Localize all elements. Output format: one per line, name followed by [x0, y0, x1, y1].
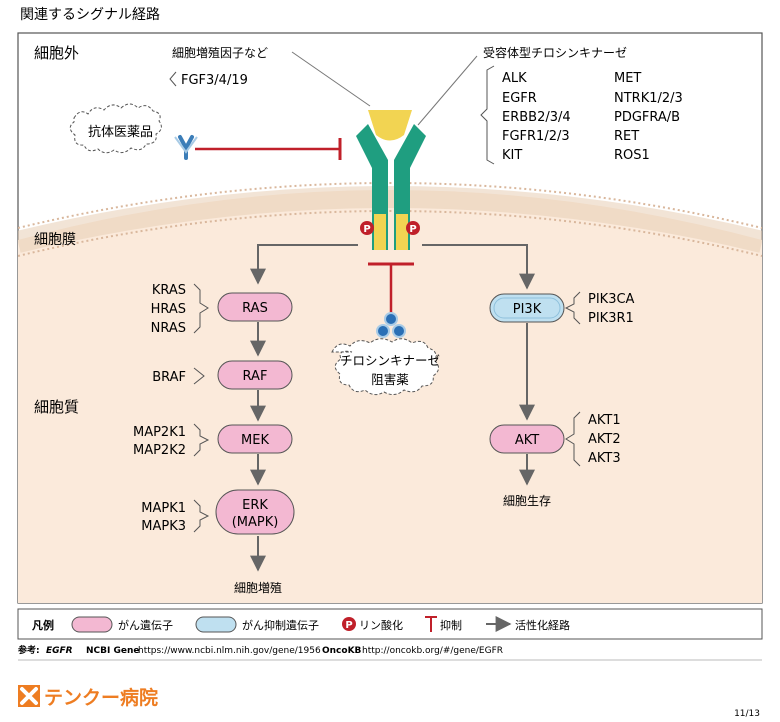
region-cytoplasm: 細胞質 [34, 398, 79, 416]
akt-gene: AKT3 [588, 451, 621, 466]
ras-gene: NRAS [151, 321, 186, 336]
rtk-gene: KIT [502, 148, 522, 163]
left-gene-brackets [193, 283, 210, 533]
mek-gene: MAP2K2 [133, 443, 186, 458]
references-oncokb-label: OncoKB [322, 646, 362, 656]
legend-title: 凡例 [32, 618, 54, 632]
akt-gene: AKT1 [588, 413, 621, 428]
references-ncbi-url[interactable]: https://www.ncbi.nlm.nih.gov/gene/1956 [138, 646, 321, 656]
page-number: 11/13 [734, 709, 760, 719]
arrow-to-pi3k [422, 244, 535, 290]
node-pi3k-label: PI3K [513, 302, 542, 317]
outcome-survival: 細胞生存 [503, 494, 551, 508]
growth-factor-genes: FGF3/4/19 [181, 73, 248, 88]
rtk-bracket [480, 65, 495, 165]
legend-phospho: リン酸化 [359, 618, 403, 632]
outcome-proliferation: 細胞増殖 [234, 580, 282, 595]
node-erk-label-2: (MAPK) [232, 515, 279, 530]
akt-gene: AKT2 [588, 432, 621, 447]
node-mek-label: MEK [241, 433, 269, 448]
node-raf [217, 360, 293, 390]
hospital-name: テンクー病院 [44, 686, 158, 709]
tki-cloud [331, 338, 439, 396]
node-akt [489, 424, 565, 454]
ras-gene: KRAS [152, 283, 186, 298]
legend-oncogene-swatch [71, 616, 113, 633]
node-mek [217, 424, 293, 454]
hospital-logo-icon [18, 685, 40, 707]
node-raf-label: RAF [243, 369, 268, 384]
cytoplasm-area [18, 190, 762, 603]
growth-factor-bracket [169, 71, 177, 87]
region-membrane: 細胞膜 [34, 232, 76, 248]
legend-inhibit: 抑制 [440, 618, 462, 632]
node-ras [217, 292, 293, 322]
tki-drug-icon [376, 312, 406, 338]
legend-suppressor-swatch [195, 616, 237, 633]
cell-membrane-region [18, 182, 762, 603]
membrane-outer-line [18, 182, 762, 229]
references-oncokb-url[interactable]: http://oncokb.org/#/gene/EGFR [362, 646, 503, 656]
rtk-gene: RET [614, 129, 639, 144]
mek-gene: MAP2K1 [133, 425, 186, 440]
svg-text:P: P [409, 224, 416, 235]
ligand-shape [368, 110, 412, 141]
growth-factor-pointer [291, 51, 371, 107]
node-erk-label-1: ERK [242, 498, 268, 513]
node-ras-label: RAS [242, 301, 268, 316]
rtk-gene: MET [614, 71, 641, 86]
legend-phospho-icon: P [342, 617, 356, 631]
node-erk [215, 489, 295, 535]
legend-inhibit-icon [425, 616, 437, 632]
membrane-band [18, 186, 762, 253]
rtk-pointer [417, 55, 478, 126]
legend-activate: 活性化経路 [515, 618, 570, 632]
ras-gene: HRAS [151, 302, 186, 317]
right-gene-brackets [564, 291, 581, 467]
region-extracellular: 細胞外 [34, 44, 79, 62]
arrow-to-ras [250, 244, 358, 285]
rtk-label: 受容体型チロシンキナーゼ [483, 45, 627, 60]
page-title: 関連するシグナル経路 [20, 7, 160, 23]
pi3k-gene: PIK3CA [588, 292, 635, 307]
node-pi3k [489, 293, 565, 323]
phospho-mark-right: P [406, 221, 420, 235]
svg-text:P: P [363, 224, 370, 235]
raf-gene: BRAF [152, 370, 186, 385]
erk-gene: MAPK3 [141, 519, 186, 534]
node-akt-label: AKT [515, 433, 539, 448]
rtk-gene: ALK [502, 71, 527, 86]
rtk-gene: ERBB2/3/4 [502, 110, 571, 125]
pi3k-gene: PIK3R1 [588, 311, 634, 326]
rtk-gene: FGFR1/2/3 [502, 129, 570, 144]
rtk-gene: PDGFRA/B [614, 110, 680, 125]
tki-label-line1: チロシンキナーゼ [340, 353, 440, 368]
growth-factor-label: 細胞増殖因子など [172, 45, 268, 60]
rtk-gene: EGFR [502, 91, 537, 106]
references-gene: EGFR [46, 646, 73, 656]
tki-label-line2: 阻害薬 [371, 372, 409, 387]
references-ncbi-label: NCBI Gene [86, 646, 139, 656]
rtk-gene: NTRK1/2/3 [614, 91, 683, 106]
svg-text:P: P [345, 620, 352, 631]
node-pi3k-inner [493, 297, 561, 319]
antibody-drug-cloud [69, 103, 162, 154]
antibody-icon-highlight [174, 136, 198, 154]
legend-oncogene: がん遺伝子 [118, 618, 173, 632]
rtk-gene: ROS1 [614, 148, 650, 163]
receptor-tyrosine-kinase [356, 110, 426, 250]
legend-suppressor: がん抑制遺伝子 [242, 618, 319, 632]
phospho-mark-left: P [360, 221, 374, 235]
legend-box [17, 608, 763, 640]
erk-gene: MAPK1 [141, 501, 186, 516]
references-label: 参考: [18, 644, 40, 656]
antibody-drug-label: 抗体医薬品 [88, 125, 153, 140]
membrane-inner-line [18, 210, 762, 257]
